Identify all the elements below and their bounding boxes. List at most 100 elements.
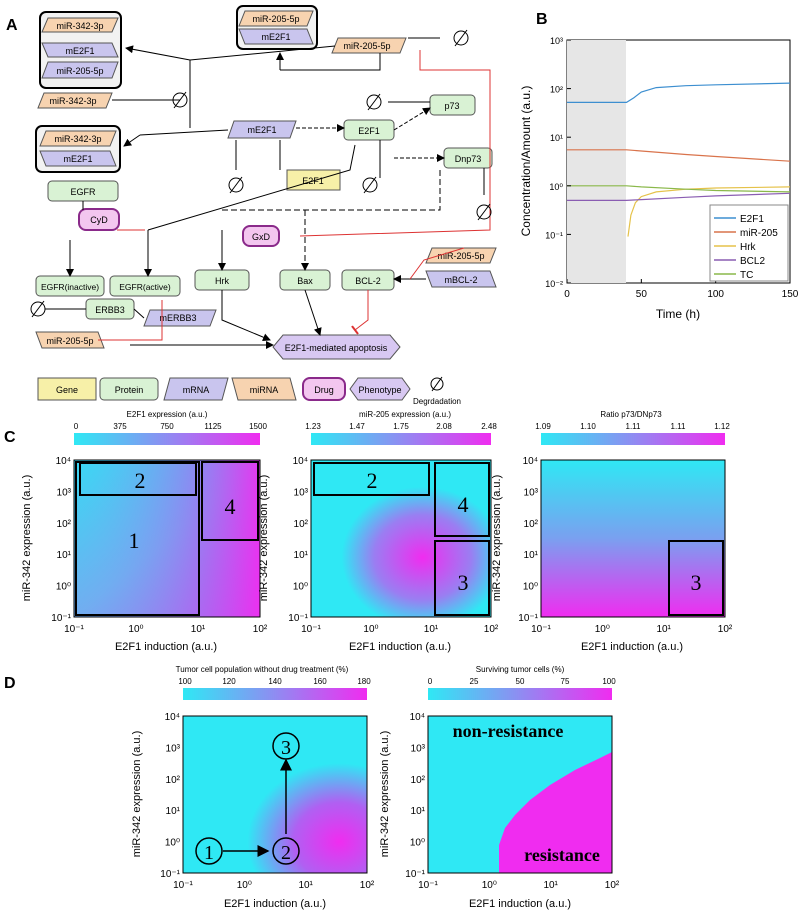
- heat-ytick: 10⁴: [293, 456, 308, 467]
- chart-b-ytick: 10³: [550, 36, 563, 46]
- complex2-me2f1-label: mE2F1: [261, 32, 290, 42]
- heat-xtick: 10⁰: [128, 624, 143, 635]
- heat-xtick: 10⁰: [482, 880, 497, 891]
- heat-ytick: 10³: [166, 743, 181, 754]
- d2-ylabel: miR-342 expression (a.u.): [379, 731, 391, 858]
- heat-xtick: 10²: [605, 880, 620, 891]
- heat-ytick: 10¹: [166, 806, 181, 817]
- d2-xlabel: E2F1 induction (a.u.): [469, 898, 571, 910]
- mir205-label: miR-205-5p: [343, 41, 390, 51]
- heat-ytick: 10¹: [294, 550, 309, 561]
- c2-cbtick-2: 1.75: [393, 422, 409, 431]
- legend-phenotype: Phenotype: [358, 385, 401, 395]
- d1-xlabel: E2F1 induction (a.u.): [224, 898, 326, 910]
- d2-resistance-label: resistance: [524, 845, 600, 865]
- heat-ytick: 10¹: [411, 806, 426, 817]
- c1-region-2-label: 2: [135, 468, 146, 493]
- series-line-mir-205: [567, 149, 791, 162]
- gxd-label: GxD: [252, 232, 271, 242]
- d1-heatmap: [183, 716, 367, 873]
- mbcl2-label: mBCL-2: [444, 275, 477, 285]
- d1-ylabel: miR-342 expression (a.u.): [131, 731, 143, 858]
- complex-mir342-me2f1: miR-342-3p mE2F1: [35, 125, 121, 173]
- d1-colorbar: [183, 688, 367, 700]
- c3-cbtick-3: 1.11: [671, 422, 687, 431]
- complex1-mir205-label: miR-205-5p: [56, 66, 103, 76]
- p73-label: p73: [444, 101, 459, 111]
- c1-region-4-label: 4: [225, 494, 236, 519]
- heat-ytick: 10⁰: [293, 582, 308, 593]
- erbb3-label: ERBB3: [95, 305, 125, 315]
- d1-cbtick-2: 140: [268, 677, 282, 686]
- p73-node: [429, 94, 476, 116]
- chart-b-xtick: 100: [707, 289, 724, 300]
- legend-protein: Protein: [115, 385, 144, 395]
- series-line-tc: [567, 185, 791, 193]
- d1-colorbar-label: Tumor cell population without drug treat…: [176, 665, 349, 674]
- heat-ytick: 10²: [166, 775, 181, 786]
- heat-ytick: 10³: [524, 487, 539, 498]
- c1-cbtick-3: 1125: [204, 422, 222, 431]
- c3-region-3-label: 3: [691, 570, 702, 595]
- heat-ytick: 10⁻¹: [288, 613, 308, 624]
- mir205-bottom-label: miR-205-5p: [46, 336, 93, 346]
- c2-colorbar-label: miR-205 expression (a.u.): [359, 410, 451, 419]
- d1-trajectory: [195, 732, 300, 865]
- heat-ytick: 10¹: [57, 550, 72, 561]
- mir205-node: [331, 37, 407, 54]
- complex1-mir342-label: miR-342-3p: [56, 21, 103, 31]
- d2-colorbar: [428, 688, 612, 700]
- c2-cbtick-1: 1.47: [349, 422, 365, 431]
- d1-cbtick-0: 100: [178, 677, 192, 686]
- c2-xlabel: E2F1 induction (a.u.): [349, 641, 451, 653]
- d1-state-3: 3: [281, 737, 291, 759]
- chart-b-ylabel: Concentration/Amount (a.u.): [519, 86, 533, 237]
- c1-region-4: [201, 461, 259, 541]
- legend-entry-hrk: Hrk: [740, 242, 757, 253]
- heat-ytick: 10⁻¹: [51, 613, 71, 624]
- c1-colorbar: [74, 433, 260, 445]
- panel-label-c: C: [4, 429, 16, 446]
- c1-cbtick-1: 375: [113, 422, 127, 431]
- hrk-label: Hrk: [215, 276, 229, 286]
- c2-region-2-label: 2: [367, 468, 378, 493]
- cyd-label: CyD: [90, 215, 108, 225]
- c1-cbtick-0: 0: [74, 422, 79, 431]
- series-line-bcl2: [567, 192, 791, 201]
- complex3-me2f1-label: mE2F1: [63, 154, 92, 164]
- me2f1-node: [227, 120, 297, 139]
- legend-degradation: Degrdadation: [413, 397, 461, 406]
- d2-cbtick-3: 75: [561, 677, 570, 686]
- d2-cbtick-4: 100: [602, 677, 616, 686]
- heat-ytick: 10²: [294, 519, 309, 530]
- chart-b-ytick: 10⁻²: [545, 279, 563, 289]
- panel-label-a: A: [6, 17, 18, 34]
- series-line-e2f1: [567, 82, 791, 103]
- mir205-bcl2-label: miR-205-5p: [437, 251, 484, 261]
- heat-xtick: 10⁻¹: [531, 624, 551, 635]
- legend-drug: Drug: [314, 385, 334, 395]
- c2-cbtick-0: 1.23: [305, 422, 321, 431]
- heat-ytick: 10⁰: [165, 838, 180, 849]
- complex-mir205-me2f1: miR-205-5p mE2F1: [236, 5, 318, 50]
- heat-ytick: 10⁴: [523, 456, 538, 467]
- complex-mir342-me2f1-mir205: miR-342-3p mE2F1 miR-205-5p: [39, 11, 122, 89]
- dnp73-label: Dnp73: [455, 154, 482, 164]
- d2-colorbar-label: Surviving tumor cells (%): [476, 665, 565, 674]
- heat-xtick: 10⁻¹: [64, 624, 84, 635]
- heat-ytick: 10⁴: [56, 456, 71, 467]
- c3-region-3: [668, 540, 724, 616]
- heat-ytick: 10³: [57, 487, 72, 498]
- c2-region-3: [434, 540, 490, 616]
- bax-label: Bax: [297, 276, 313, 286]
- c2-ylabel: miR-342 expression (a.u.): [258, 475, 270, 602]
- heat-ytick: 10¹: [524, 550, 539, 561]
- heatmap-surviving-cells: Surviving tumor cells (%) 0 25 50 75 100…: [379, 665, 616, 910]
- heat-xtick: 10¹: [424, 624, 439, 635]
- c2-colorbar: [311, 433, 491, 445]
- mir205-bottom-node: [35, 331, 105, 349]
- d1-cbtick-3: 160: [313, 677, 327, 686]
- c3-ylabel: miR-342 expression (a.u.): [491, 475, 503, 602]
- c2-region-4-label: 4: [458, 492, 469, 517]
